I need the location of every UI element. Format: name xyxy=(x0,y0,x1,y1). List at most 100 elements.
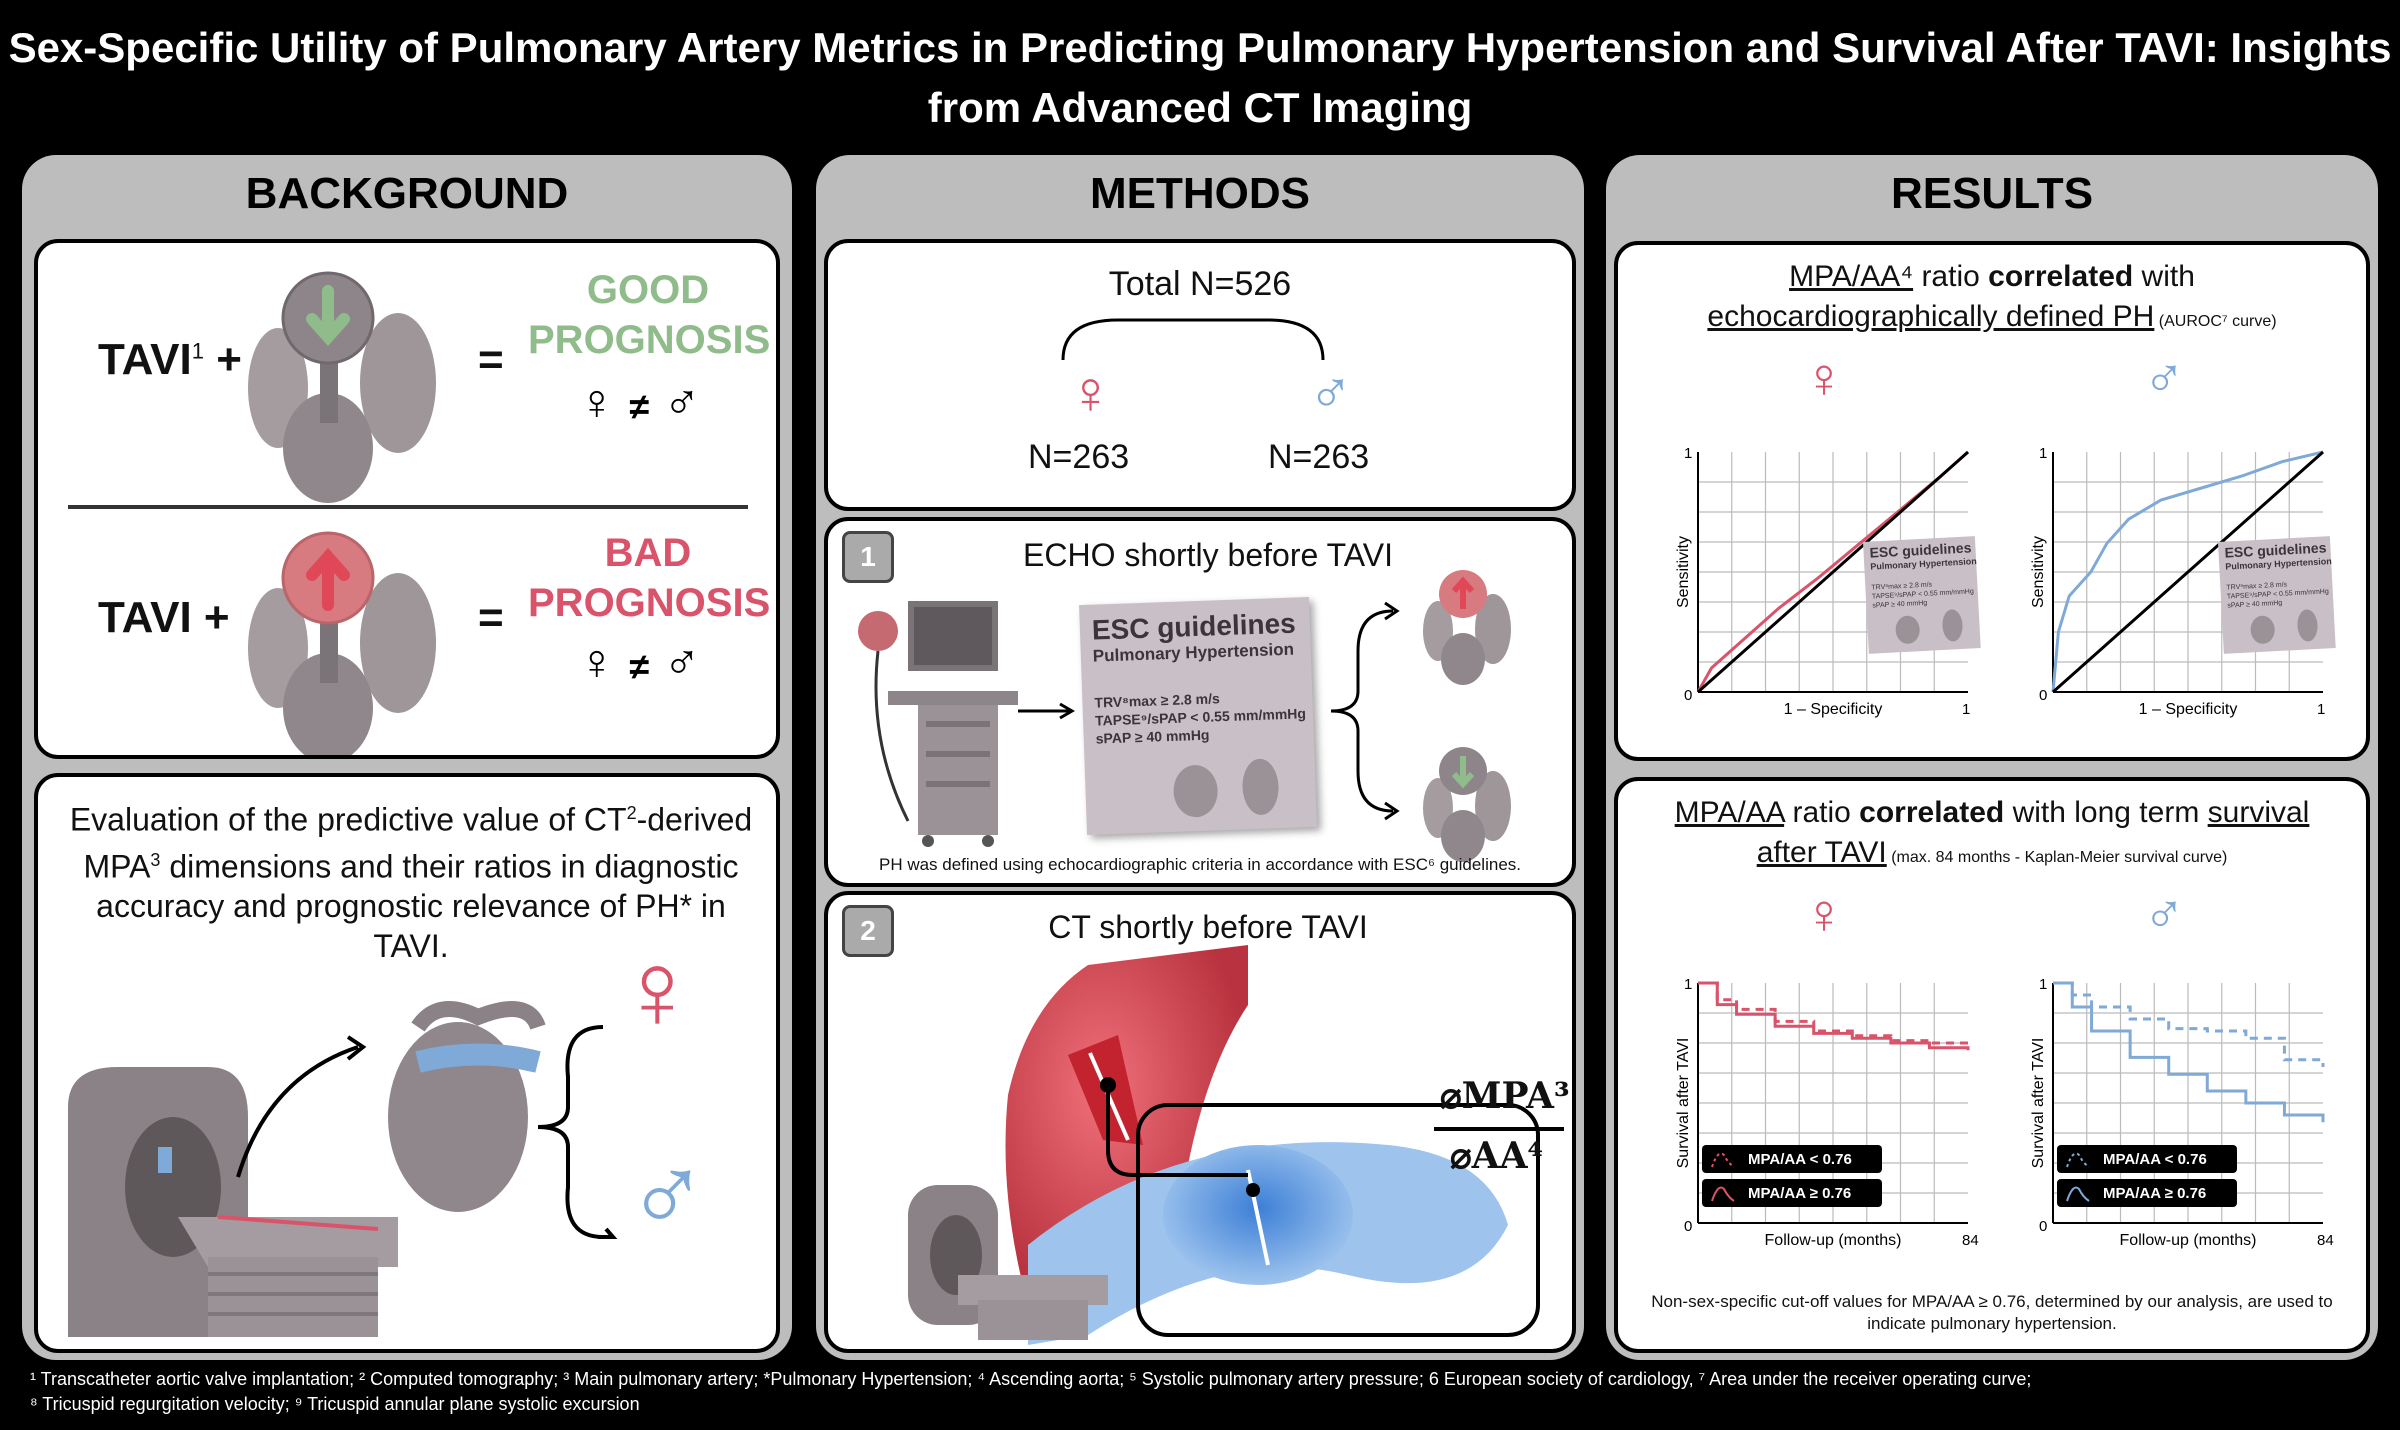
tick-label: 1 xyxy=(1684,976,1692,993)
male-symbol-icon: ♂ xyxy=(2143,346,2185,409)
x-axis-label: 1 – Specificity xyxy=(1784,701,1883,718)
results-heading: RESULTS xyxy=(1890,169,2094,218)
step-1-title: ECHO shortly before TAVI xyxy=(1023,537,1393,573)
step-1-badge: 1 xyxy=(842,531,894,583)
km-curve-1 xyxy=(1698,981,1970,1051)
total-n: Total N=526 xyxy=(1108,265,1292,303)
female-symbol-icon: ♀ xyxy=(578,634,616,690)
female-symbol-icon: ♀ xyxy=(1803,882,1845,945)
ct-vessel-illustration xyxy=(908,945,1540,1345)
legend-swatch xyxy=(2066,1152,2090,1168)
background-heading: BACKGROUND xyxy=(245,169,569,218)
methods-heading: METHODS xyxy=(1090,169,1310,218)
n-female: N=263 xyxy=(1028,438,1130,476)
esc-mini-criterion: TRV⁸max ≥ 2.8 m/s xyxy=(1871,581,1933,591)
esc-criterion-1: TRV⁸max ≥ 2.8 m/s xyxy=(1094,690,1221,711)
survival-headline: MPA/AA ratio correlated with long term s… xyxy=(1674,796,2310,869)
esc-mini-heart xyxy=(2250,615,2275,644)
tick-label: 0 xyxy=(2039,687,2047,704)
tick-label: 1 xyxy=(1684,445,1692,462)
heart-lungs-up-icon xyxy=(1423,570,1511,685)
echo-machine-illustration xyxy=(858,601,1018,847)
heart-lungs-good-illustration xyxy=(248,271,436,503)
km-curve-1 xyxy=(2053,981,2325,1123)
tick-label: 0 xyxy=(1684,1218,1692,1235)
tavi-label: TAVI1 + xyxy=(98,335,242,384)
n-male: N=263 xyxy=(1268,438,1370,476)
background-column: BACKGROUND TAVI1 + = GOOD PROGNOSIS ♀ ≠ … xyxy=(22,155,792,1360)
legend-box xyxy=(2057,1179,2237,1207)
roc-curve xyxy=(2051,450,2324,693)
reference-diagonal-line xyxy=(2052,450,2324,694)
mpa-ratio-numerator: ⌀MPA³ xyxy=(1440,1075,1570,1117)
legend-label: MPA/AA ≥ 0.76 xyxy=(2103,1185,2206,1202)
roc-card: MPA/AA⁴ ratio correlated with echocardio… xyxy=(1614,241,2370,761)
legend-box xyxy=(2057,1145,2237,1173)
y-axis-label: Sensitivity xyxy=(2030,536,2047,608)
tick-label: 84 xyxy=(1962,1232,1979,1249)
bad-prognosis-text: BAD PROGNOSIS xyxy=(528,531,771,625)
esc-mini-criterion: TRV⁸max ≥ 2.8 m/s xyxy=(2226,581,2288,591)
sex-inequality-bad: ♀ ≠ ♂ xyxy=(578,634,701,690)
esc-mini-criterion: sPAP ≥ 40 mmHg xyxy=(2227,600,2282,610)
ct-step-card: 2 CT shortly before TAVI ⌀MPA³ ⌀AA⁴ xyxy=(824,891,1576,1353)
esc-heart-lungs-icon xyxy=(1173,758,1279,818)
legend-label: MPA/AA < 0.76 xyxy=(1748,1151,1852,1168)
arrow-icon xyxy=(1018,702,1075,720)
outcome-bracket xyxy=(1330,601,1400,821)
male-symbol-icon: ♂ xyxy=(663,374,701,430)
step-1-caption: PH was defined using echocardiographic c… xyxy=(878,855,1521,874)
divider xyxy=(68,505,748,509)
cohort-card: Total N=526 ♀ ♂ N=263 N=263 xyxy=(824,239,1576,511)
female-symbol-icon: ♀ xyxy=(616,929,699,1052)
cohort-split-bracket xyxy=(1061,318,1325,361)
esc-mini-title: ESC guidelines xyxy=(1869,539,1972,560)
footnote-line-2: ⁸ Tricuspid regurgitation velocity; ⁹ Tr… xyxy=(30,1394,640,1414)
cutoff-note: Non-sex-specific cut-off values for MPA/… xyxy=(1651,1292,2333,1333)
legend-swatch xyxy=(1711,1186,1735,1202)
tick-label: 84 xyxy=(2317,1232,2334,1249)
ratio-fraction-line xyxy=(1434,1127,1564,1131)
good-prognosis-text: GOOD PROGNOSIS xyxy=(528,268,771,362)
footnotes: ¹ Transcatheter aortic valve implantatio… xyxy=(30,1367,2380,1417)
esc-mini-lung xyxy=(1942,609,1963,642)
esc-mini-criterion: sPAP ≥ 40 mmHg xyxy=(1872,600,1927,610)
reference-diagonal-line xyxy=(1697,450,1969,694)
poster-title: Sex-Specific Utility of Pulmonary Artery… xyxy=(8,24,2392,131)
km-curve-0 xyxy=(1698,981,1970,1046)
male-symbol-icon: ♂ xyxy=(663,634,701,690)
heart-lungs-bad-illustration xyxy=(248,531,436,755)
prognosis-card: TAVI1 + = GOOD PROGNOSIS ♀ ≠ ♂ TAVI + xyxy=(34,239,780,759)
km-curve-0 xyxy=(2053,981,2325,1067)
legend-label: MPA/AA < 0.76 xyxy=(2103,1151,2207,1168)
tavi-label-bad: TAVI + xyxy=(98,593,230,642)
heart-lungs-down-icon xyxy=(1423,747,1511,862)
step-2-title: CT shortly before TAVI xyxy=(1048,909,1368,945)
aa-ratio-denominator: ⌀AA⁴ xyxy=(1450,1135,1544,1177)
y-axis-label: Survival after TAVI xyxy=(1675,1038,1692,1169)
legend-label: MPA/AA ≥ 0.76 xyxy=(1748,1185,1851,1202)
tick-label: 1 xyxy=(1962,701,1970,718)
legend-swatch xyxy=(1711,1152,1735,1168)
y-axis-label: Survival after TAVI xyxy=(2030,1038,2047,1169)
male-symbol-icon: ♂ xyxy=(2143,882,2185,945)
echo-step-card: 1 ECHO shortly before TAVI ESC guideline… xyxy=(824,517,1576,887)
female-symbol-icon: ♀ xyxy=(1803,346,1845,409)
esc-mini-lung xyxy=(2297,609,2318,642)
ct-scanner-illustration xyxy=(68,1001,618,1337)
tick-label: 1 xyxy=(2039,976,2047,993)
y-axis-label: Sensitivity xyxy=(1675,536,1692,608)
step-2-badge: 2 xyxy=(842,905,894,957)
esc-mini-title: ESC guidelines xyxy=(2224,539,2327,560)
x-axis-label: Follow-up (months) xyxy=(2120,1232,2257,1249)
female-symbol-icon: ♀ xyxy=(578,374,616,430)
roc-headline: MPA/AA⁴ ratio correlated with echocardio… xyxy=(1707,260,2277,333)
footnote-line-1: ¹ Transcatheter aortic valve implantatio… xyxy=(30,1369,2032,1389)
x-axis-label: 1 – Specificity xyxy=(2139,701,2238,718)
sex-inequality-good: ♀ ≠ ♂ xyxy=(578,374,701,430)
tick-label: 1 xyxy=(2317,701,2325,718)
